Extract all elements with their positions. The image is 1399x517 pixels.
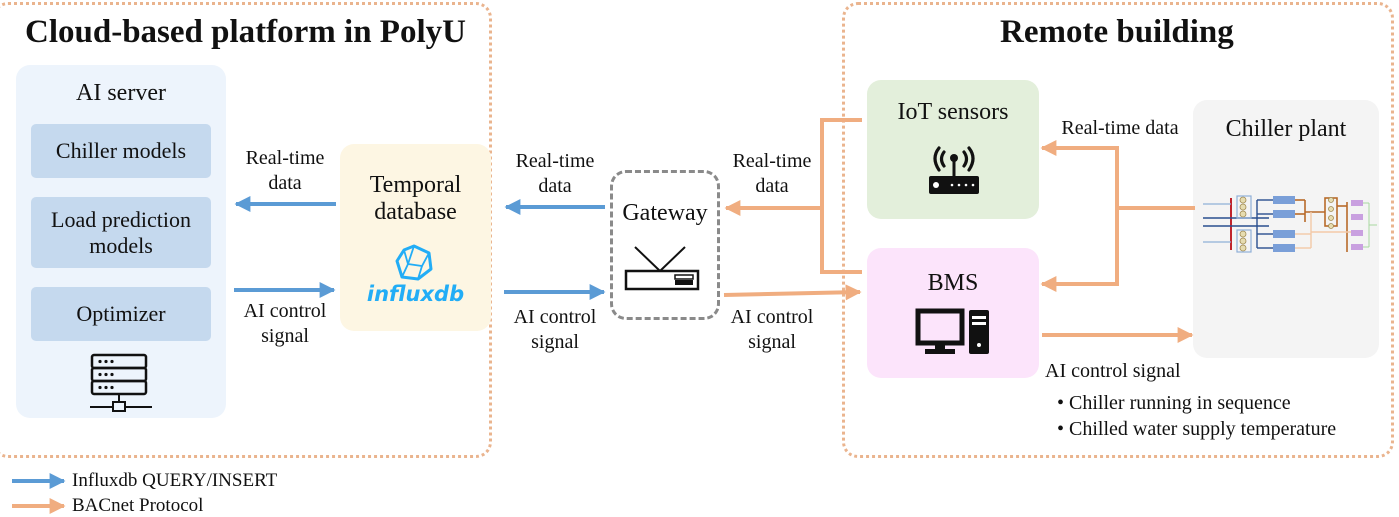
gateway-left-realtime-line2: data xyxy=(538,175,572,197)
server-rack-icon xyxy=(90,353,152,412)
module-load-prediction: Load prediction models xyxy=(31,197,211,268)
temporal-database-box: Temporal database influxdb xyxy=(340,144,491,331)
module-label: Load prediction models xyxy=(51,206,191,258)
arrow-chiller-to-bms xyxy=(1040,208,1119,292)
module-optimizer: Optimizer xyxy=(31,287,211,341)
cloud-control-label-line1: AI control xyxy=(243,300,327,322)
gateway-title: Gateway xyxy=(622,200,708,226)
temporal-db-title-line2: database xyxy=(374,199,457,225)
control-item: Chiller running in sequence xyxy=(1057,390,1336,416)
ai-server-title: AI server xyxy=(76,80,166,106)
cloud-platform-title: Cloud-based platform in PolyU xyxy=(25,14,466,50)
legend-influx-label: Influxdb QUERY/INSERT xyxy=(72,470,278,491)
cloud-control-label-line2: signal xyxy=(261,325,309,347)
bms-title: BMS xyxy=(927,270,979,296)
gateway-right-realtime-line2: data xyxy=(755,175,789,197)
control-items-list: Chiller running in sequence Chilled wate… xyxy=(1057,390,1336,442)
gateway-left-control-line1: AI control xyxy=(513,306,597,328)
temporal-db-title-line1: Temporal xyxy=(369,172,462,198)
router-icon xyxy=(624,246,700,291)
arrow-chiller-to-iot xyxy=(1040,140,1195,210)
remote-building-title: Remote building xyxy=(1000,14,1234,50)
remote-realtime-label: Real-time data xyxy=(1061,117,1179,139)
module-label: Chiller models xyxy=(55,138,187,163)
gateway-right-control-line2: signal xyxy=(748,331,796,353)
cloud-realtime-label-line1: Real-time xyxy=(245,147,325,169)
bms-box: BMS xyxy=(867,248,1039,378)
remote-control-label: AI control signal xyxy=(1045,360,1181,382)
control-item: Chilled water supply temperature xyxy=(1057,416,1336,442)
gateway-right-realtime-line1: Real-time xyxy=(732,150,812,172)
gateway-box: Gateway xyxy=(610,170,720,320)
legend-bacnet-label: BACnet Protocol xyxy=(72,495,204,516)
desktop-computer-icon xyxy=(915,308,989,354)
influxdb-logo-icon xyxy=(395,244,433,281)
chiller-plant-box: Chiller plant xyxy=(1193,100,1379,358)
module-label: Optimizer xyxy=(76,301,166,326)
iot-sensors-box: IoT sensors xyxy=(867,80,1039,219)
gateway-left-realtime-line1: Real-time xyxy=(515,150,595,172)
arrow-iot-feed xyxy=(820,118,862,274)
ai-server-box: AI server Chiller models Load prediction… xyxy=(16,65,226,418)
influxdb-logo-text: influxdb xyxy=(366,282,465,306)
module-chiller-models: Chiller models xyxy=(31,124,211,178)
remote-building-region xyxy=(842,2,1394,458)
chiller-plant-title: Chiller plant xyxy=(1225,116,1347,142)
gateway-right-control-line1: AI control xyxy=(730,306,814,328)
cloud-realtime-label-line2: data xyxy=(268,172,302,194)
gateway-left-control-line2: signal xyxy=(531,331,579,353)
arrow-gateway-to-bms xyxy=(723,284,862,301)
wireless-router-icon xyxy=(929,146,979,194)
iot-sensors-title: IoT sensors xyxy=(897,99,1009,125)
chiller-plant-schematic-icon xyxy=(1203,195,1377,253)
